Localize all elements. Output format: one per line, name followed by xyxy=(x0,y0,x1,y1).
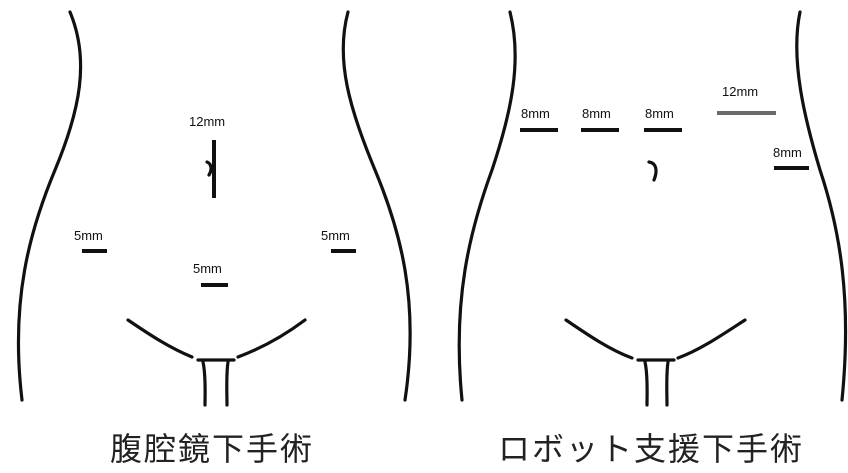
groin-line-right xyxy=(678,320,745,358)
label-arm4: 8mm xyxy=(773,145,802,160)
panel-laparoscopic: 12mm 5mm 5mm 5mm 腹腔鏡下手術 xyxy=(18,12,410,468)
leg-line-left xyxy=(203,362,205,405)
leg-line-right xyxy=(227,362,228,405)
torso-outline-left xyxy=(459,12,515,400)
label-left: 5mm xyxy=(74,228,103,243)
navel-mark xyxy=(649,162,656,180)
caption-laparoscopic: 腹腔鏡下手術 xyxy=(110,430,314,468)
label-arm1: 8mm xyxy=(521,106,550,121)
groin-line-right xyxy=(238,320,305,357)
label-arm3: 8mm xyxy=(645,106,674,121)
torso-outline-right xyxy=(797,12,846,400)
leg-line-left xyxy=(645,362,647,405)
groin-line-left xyxy=(566,320,632,358)
label-arm2: 8mm xyxy=(582,106,611,121)
panel-robotic: 8mm 8mm 8mm 12mm 8mm ロボット支援下手術 xyxy=(459,12,845,468)
leg-line-right xyxy=(667,362,668,405)
caption-robotic: ロボット支援下手術 xyxy=(498,430,804,468)
label-lower: 5mm xyxy=(193,261,222,276)
label-right: 5mm xyxy=(321,228,350,243)
navel-mark xyxy=(207,162,211,175)
label-umbilical: 12mm xyxy=(189,114,225,129)
torso-outline-left xyxy=(18,12,80,400)
label-assist: 12mm xyxy=(722,84,758,99)
groin-line-left xyxy=(128,320,192,357)
torso-outline-right xyxy=(343,12,410,400)
